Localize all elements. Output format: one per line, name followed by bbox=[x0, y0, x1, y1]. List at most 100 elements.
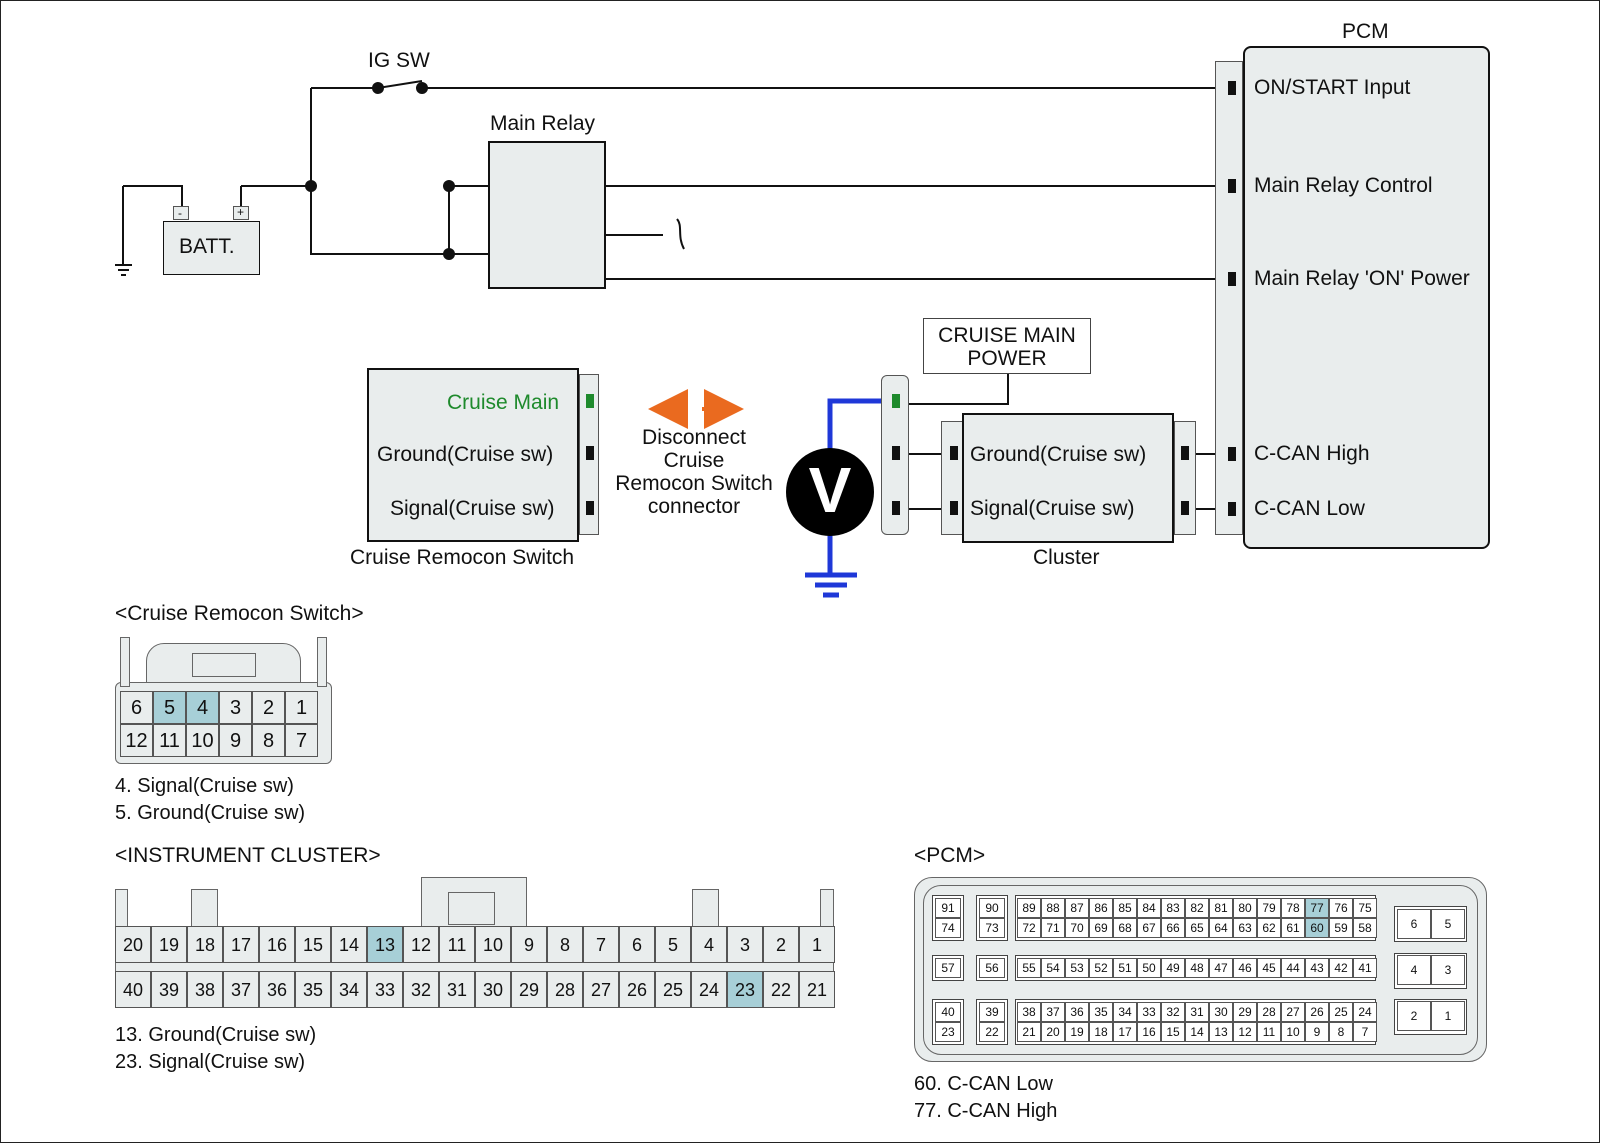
connector-pin: 40 bbox=[935, 1002, 961, 1022]
cluster-note-1: 13. Ground(Cruise sw) bbox=[115, 1024, 317, 1046]
connector-pin: 51 bbox=[1113, 958, 1137, 978]
pcm-module bbox=[1243, 46, 1490, 549]
pcm-pin-on-start bbox=[1228, 81, 1236, 95]
connector-pin: 83 bbox=[1161, 898, 1185, 918]
remocon-connector-title: <Cruise Remocon Switch> bbox=[115, 602, 364, 625]
connector-pin: 42 bbox=[1329, 958, 1353, 978]
connector-pin: 20 bbox=[1041, 1022, 1065, 1042]
battery-negative-terminal bbox=[173, 206, 189, 220]
connector-pin: 7 bbox=[583, 926, 619, 963]
connector-pin: 20 bbox=[115, 926, 151, 963]
connector-pin: 52 bbox=[1089, 958, 1113, 978]
connector-pin: 11 bbox=[153, 724, 186, 757]
connector-pin: 55 bbox=[1017, 958, 1041, 978]
connector-pin: 8 bbox=[252, 724, 285, 757]
connector-pin: 2 bbox=[252, 691, 285, 724]
connector-pin: 13 bbox=[1209, 1022, 1233, 1042]
pcm-note-2: 77. C-CAN High bbox=[914, 1100, 1058, 1122]
pcm-connector-title: <PCM> bbox=[914, 844, 986, 867]
connector-pin: 3 bbox=[1431, 955, 1465, 985]
connector-pin: 57 bbox=[935, 958, 961, 978]
remocon-note-2: 5. Ground(Cruise sw) bbox=[115, 802, 306, 824]
connector-pin: 65 bbox=[1185, 918, 1209, 938]
connector-pin: 73 bbox=[979, 918, 1005, 938]
pcm-c-can-low-label: C-CAN Low bbox=[1254, 497, 1365, 520]
connector-pin: 67 bbox=[1137, 918, 1161, 938]
connector-pin: 69 bbox=[1089, 918, 1113, 938]
battery-plus-label: + bbox=[237, 205, 245, 219]
connector-pin: 30 bbox=[475, 971, 511, 1008]
connector-pin: 24 bbox=[691, 971, 727, 1008]
connector-pin: 86 bbox=[1089, 898, 1113, 918]
connector-pin: 53 bbox=[1065, 958, 1089, 978]
connector-pin: 11 bbox=[1257, 1022, 1281, 1042]
connector-pin: 59 bbox=[1329, 918, 1353, 938]
pcm-notes: 60. C-CAN Low 77. C-CAN High bbox=[914, 1071, 1057, 1125]
connector-pin: 29 bbox=[1233, 1002, 1257, 1022]
cluster-center-key-inner bbox=[448, 892, 495, 925]
connector-pin: 36 bbox=[259, 971, 295, 1008]
connector-pin: 46 bbox=[1233, 958, 1257, 978]
connector-pin: 79 bbox=[1257, 898, 1281, 918]
connector-pin: 22 bbox=[763, 971, 799, 1008]
connector-pin: 14 bbox=[331, 926, 367, 963]
connector-pin: 23 bbox=[727, 971, 763, 1008]
cluster-module bbox=[962, 413, 1174, 543]
connector-pin: 25 bbox=[1329, 1002, 1353, 1022]
battery bbox=[163, 221, 260, 275]
remocon-signal-pin bbox=[586, 501, 594, 515]
connector-pin: 6 bbox=[619, 926, 655, 963]
connector-pin: 7 bbox=[285, 724, 318, 757]
connector-pin: 78 bbox=[1281, 898, 1305, 918]
connector-pin: 6 bbox=[1397, 909, 1431, 939]
pcm-connector-strip bbox=[1215, 61, 1243, 535]
cruise-main-power-callout bbox=[923, 318, 1091, 374]
pcm-title: PCM bbox=[1342, 20, 1389, 43]
connector-pin: 81 bbox=[1209, 898, 1233, 918]
connector-pin: 50 bbox=[1137, 958, 1161, 978]
connector-pin: 70 bbox=[1065, 918, 1089, 938]
pcm-pin-c-can-high bbox=[1228, 447, 1236, 461]
connector-pin: 31 bbox=[1185, 1002, 1209, 1022]
connector-pin: 31 bbox=[439, 971, 475, 1008]
connector-pin: 16 bbox=[259, 926, 295, 963]
connector-pin: 62 bbox=[1257, 918, 1281, 938]
cluster-right-connector bbox=[1174, 421, 1196, 535]
connector-pin: 10 bbox=[1281, 1022, 1305, 1042]
cluster-side-ground-pin bbox=[892, 446, 900, 460]
connector-pin: 54 bbox=[1041, 958, 1065, 978]
disconnect-note-line-4: connector bbox=[647, 495, 741, 518]
connector-pin: 11 bbox=[439, 926, 475, 963]
connector-pin: 2 bbox=[763, 926, 799, 963]
connector-pin: 43 bbox=[1305, 958, 1329, 978]
connector-pin: 18 bbox=[187, 926, 223, 963]
connector-pin: 26 bbox=[619, 971, 655, 1008]
connector-pin: 44 bbox=[1281, 958, 1305, 978]
cruise-main-label: Cruise Main bbox=[447, 391, 560, 414]
connector-pin: 33 bbox=[367, 971, 403, 1008]
connector-pin: 49 bbox=[1161, 958, 1185, 978]
connector-pin: 17 bbox=[1113, 1022, 1137, 1042]
connector-pin: 1 bbox=[799, 926, 835, 963]
connector-pin: 9 bbox=[511, 926, 547, 963]
connector-pin: 71 bbox=[1041, 918, 1065, 938]
main-relay-label: Main Relay bbox=[490, 112, 596, 135]
ig-switch-label: IG SW bbox=[368, 49, 430, 72]
connector-pin: 32 bbox=[1161, 1002, 1185, 1022]
connector-pin: 58 bbox=[1353, 918, 1377, 938]
connector-pin: 27 bbox=[1281, 1002, 1305, 1022]
connector-pin: 10 bbox=[186, 724, 219, 757]
connector-pin: 22 bbox=[979, 1022, 1005, 1042]
connector-pin: 5 bbox=[1431, 909, 1465, 939]
connector-pin: 1 bbox=[1431, 1001, 1465, 1031]
connector-pin: 12 bbox=[1233, 1022, 1257, 1042]
connector-pin: 60 bbox=[1305, 918, 1329, 938]
connector-pin: 35 bbox=[1089, 1002, 1113, 1022]
cruise-main-power-line-2: POWER bbox=[967, 347, 1047, 370]
connector-pin: 66 bbox=[1161, 918, 1185, 938]
connector-pin: 24 bbox=[1353, 1002, 1377, 1022]
cluster-side-signal-pin bbox=[892, 501, 900, 515]
connector-pin: 68 bbox=[1113, 918, 1137, 938]
connector-pin: 87 bbox=[1065, 898, 1089, 918]
